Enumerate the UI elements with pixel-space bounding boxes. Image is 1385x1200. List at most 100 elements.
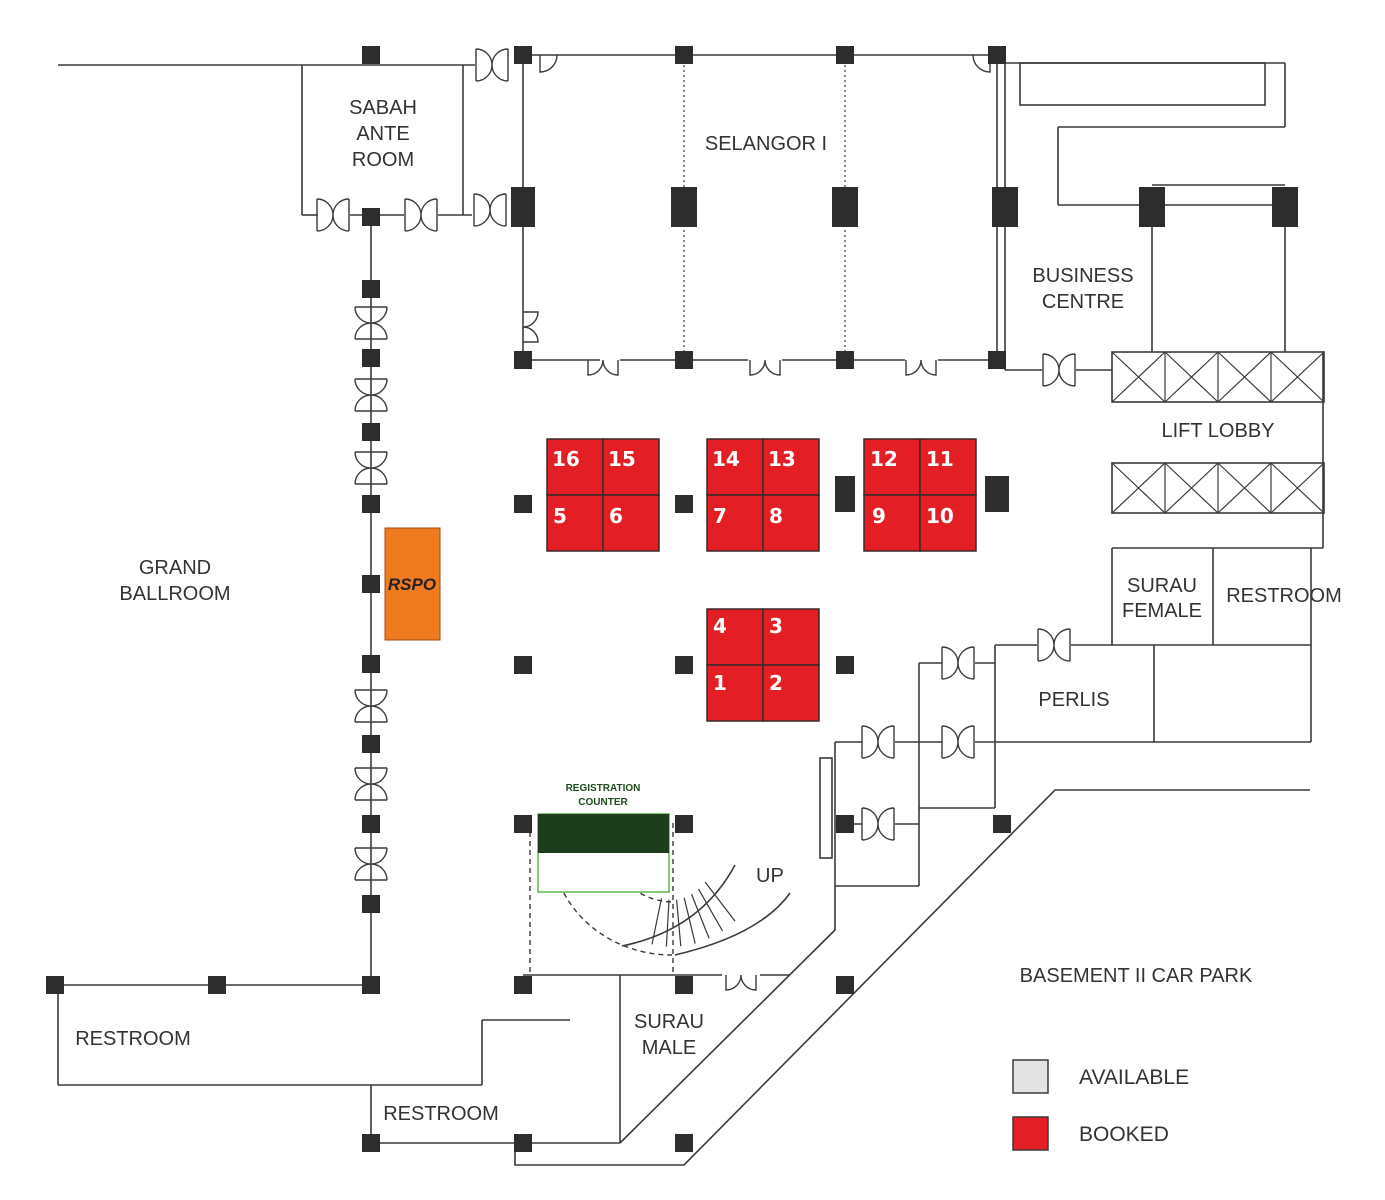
pillar-large	[832, 187, 858, 227]
pillar	[675, 815, 693, 833]
booth-15-number: 15	[608, 447, 636, 471]
pillar	[362, 815, 380, 833]
rspo-booth[interactable]: RSPO	[384, 527, 441, 641]
surau-male-label-2: MALE	[642, 1037, 696, 1059]
pillar	[675, 46, 693, 64]
lift-lobby-label: LIFT LOBBY	[1161, 420, 1274, 442]
double-door-icon[interactable]	[354, 451, 388, 485]
booth-13[interactable]	[762, 438, 820, 496]
booth-14-number: 14	[712, 447, 740, 471]
booth-3[interactable]	[762, 608, 820, 666]
stair-tread	[665, 899, 670, 947]
exhibition-booths: 16 15 5 6 14 13 7 8 12 11 9 10 4 3 1 2	[546, 438, 977, 722]
stair-tread	[690, 893, 710, 939]
booth-13-number: 13	[768, 447, 796, 471]
booth-15[interactable]	[602, 438, 660, 496]
booth-7-number: 7	[713, 504, 727, 528]
double-door-icon[interactable]	[354, 689, 388, 723]
legend: AVAILABLE BOOKED	[1012, 1059, 1189, 1151]
stair-tread	[651, 898, 663, 945]
double-door-icon[interactable]	[404, 198, 438, 232]
legend-label-available: AVAILABLE	[1079, 1066, 1189, 1089]
booth-8-number: 8	[769, 504, 783, 528]
booth-12-number: 12	[870, 447, 898, 471]
double-door-icon[interactable]	[861, 725, 895, 759]
double-door-icon[interactable]	[861, 807, 895, 841]
double-door-icon[interactable]	[475, 48, 509, 82]
stair-tread	[704, 881, 736, 922]
booth-4[interactable]	[706, 608, 764, 666]
double-door-icon[interactable]	[1037, 628, 1071, 662]
pillar	[362, 280, 380, 298]
booth-2[interactable]	[762, 664, 820, 722]
booth-8[interactable]	[762, 494, 820, 552]
booth-11-number: 11	[926, 447, 954, 471]
pillar	[675, 495, 693, 513]
booth-5-number: 5	[553, 504, 567, 528]
door-icon[interactable]	[725, 974, 757, 991]
booth-10[interactable]	[919, 494, 977, 552]
pillar	[836, 976, 854, 994]
double-door-icon[interactable]	[354, 847, 388, 881]
door-icon[interactable]	[749, 359, 781, 376]
basement-car-park-label: BASEMENT II CAR PARK	[1020, 965, 1253, 987]
pillar	[675, 351, 693, 369]
booth-5[interactable]	[546, 494, 604, 552]
booth-7[interactable]	[706, 494, 764, 552]
pillars	[46, 46, 1298, 1152]
pillar	[208, 976, 226, 994]
double-door-icon[interactable]	[354, 378, 388, 412]
pillar-large	[985, 476, 1009, 512]
booth-3-number: 3	[769, 614, 783, 638]
booth-2-number: 2	[769, 671, 783, 695]
double-door-icon[interactable]	[1042, 353, 1076, 387]
registration-counter-desk[interactable]	[538, 814, 669, 853]
double-door-icon[interactable]	[354, 306, 388, 340]
booth-6[interactable]	[602, 494, 660, 552]
pillar	[362, 976, 380, 994]
pillar	[836, 656, 854, 674]
registration-counter[interactable]: REGISTRATION COUNTER	[537, 783, 670, 893]
booth-9[interactable]	[863, 494, 921, 552]
double-door-icon[interactable]	[316, 198, 350, 232]
booth-16[interactable]	[546, 438, 604, 496]
booth-1[interactable]	[706, 664, 764, 722]
rspo-booth-block[interactable]	[384, 527, 441, 641]
pillar	[988, 46, 1006, 64]
pillar	[362, 735, 380, 753]
double-door-icon[interactable]	[941, 725, 975, 759]
door-icon[interactable]	[522, 311, 539, 343]
pillar-large	[511, 187, 535, 227]
door-icon[interactable]	[905, 359, 937, 376]
surau-male-label-1: SURAU	[634, 1011, 704, 1033]
stair-tread	[697, 888, 724, 932]
double-door-icon[interactable]	[473, 193, 507, 227]
pillar	[514, 815, 532, 833]
pillar-large	[835, 476, 855, 512]
grand-ballroom-label-1: GRAND	[139, 557, 211, 579]
door-icon[interactable]	[972, 54, 991, 73]
sabah-ante-room-label-3: ROOM	[352, 149, 414, 171]
pillar	[362, 575, 380, 593]
pillar	[514, 495, 532, 513]
door-icon[interactable]	[539, 54, 558, 73]
registration-counter-label-1: REGISTRATION	[566, 783, 641, 794]
double-door-icon[interactable]	[941, 646, 975, 680]
booth-12[interactable]	[863, 438, 921, 496]
pillar	[836, 815, 854, 833]
pillar	[993, 815, 1011, 833]
pillar	[362, 1134, 380, 1152]
pillar	[362, 655, 380, 673]
booth-14[interactable]	[706, 438, 764, 496]
booth-6-number: 6	[609, 504, 623, 528]
door-icon[interactable]	[587, 359, 619, 376]
selangor-label: SELANGOR I	[705, 133, 827, 155]
double-door-icon[interactable]	[354, 767, 388, 801]
booth-11[interactable]	[919, 438, 977, 496]
pillar	[362, 208, 380, 226]
legend-label-booked: BOOKED	[1079, 1123, 1169, 1146]
booth-9-number: 9	[872, 504, 886, 528]
pillar	[362, 895, 380, 913]
stair-tread	[683, 897, 696, 944]
